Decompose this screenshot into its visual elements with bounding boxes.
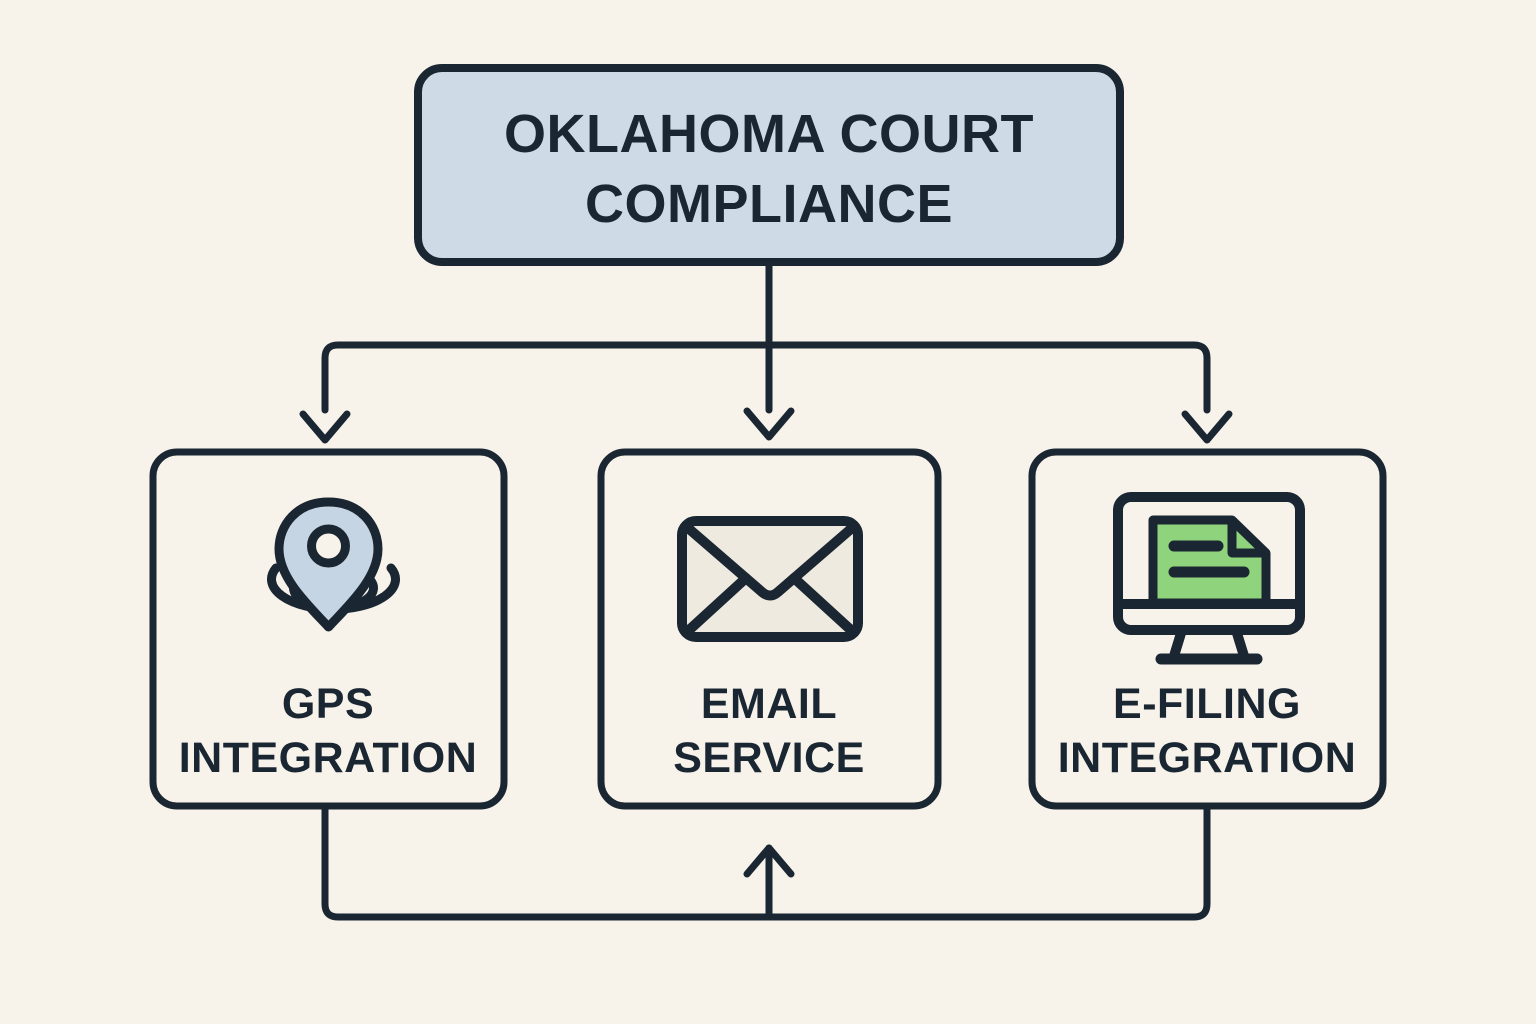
arrowhead-up-email [743, 844, 795, 878]
document-folded-corner [1227, 520, 1266, 558]
gps-label-line-1: GPS [282, 680, 374, 728]
arrowhead-down-gps [299, 410, 351, 444]
arrowhead-down-email [743, 407, 795, 441]
envelope-icon [677, 516, 863, 642]
title-line-2: COMPLIANCE [585, 174, 953, 234]
node-gps-integration[interactable]: GPS INTEGRATION [149, 448, 508, 810]
envelope-flap [683, 523, 857, 601]
connector-layer [299, 258, 1233, 921]
envelope-body [677, 516, 863, 642]
node-email-service[interactable]: EMAIL SERVICE [597, 448, 942, 810]
envelope-fold-right [789, 573, 857, 636]
pin-center-dot [307, 524, 350, 568]
title-node[interactable]: OKLAHOMA COURT COMPLIANCE [414, 64, 1124, 266]
location-pin-icon [267, 497, 400, 632]
title-line-1: OKLAHOMA COURT [504, 104, 1034, 164]
gps-label-line-2: INTEGRATION [179, 734, 478, 782]
document-page [1148, 515, 1271, 608]
efiling-label-line-1: E-FILING [1113, 680, 1301, 728]
distribution-bus-line [321, 341, 1211, 414]
email-label-line-1: EMAIL [701, 680, 837, 728]
node-efiling-integration[interactable]: E-FILING INTEGRATION [1028, 448, 1387, 810]
envelope-fold-left [683, 573, 751, 636]
email-label-line-2: SERVICE [673, 734, 865, 782]
monitor-stand [1169, 625, 1249, 661]
arrowhead-down-efiling [1181, 410, 1233, 444]
monitor-document-icon [1113, 492, 1305, 665]
title-box[interactable] [414, 64, 1124, 266]
efiling-label-line-2: INTEGRATION [1058, 734, 1357, 782]
